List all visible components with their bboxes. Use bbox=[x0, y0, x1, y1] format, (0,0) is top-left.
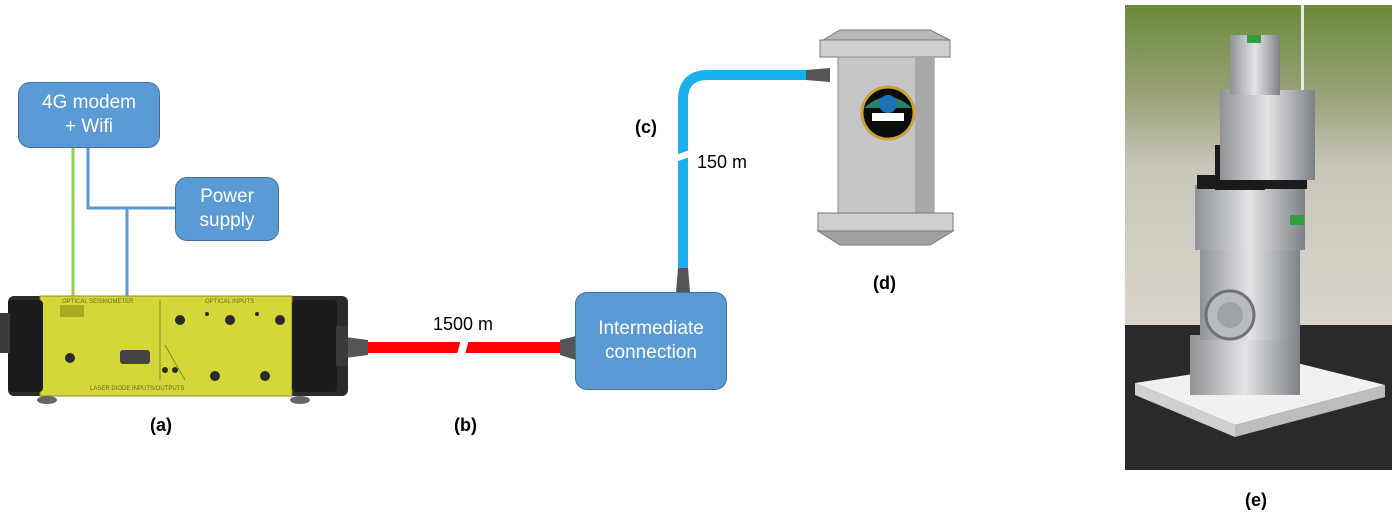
seismometer-photo bbox=[1125, 5, 1392, 470]
device-title-bottom: LASER DIODE INPUTS/OUTPUTS bbox=[90, 386, 184, 392]
power-supply-box: Power supply bbox=[175, 177, 279, 241]
device-title-left: OPTICAL SEISMOMETER bbox=[62, 299, 134, 305]
caption-b: (b) bbox=[454, 415, 477, 435]
intermediate-connection-box: Intermediate connection bbox=[575, 292, 727, 390]
connector-left bbox=[345, 337, 368, 358]
cable-c-length-label: 150 m bbox=[697, 152, 748, 172]
caption-c: (c) bbox=[635, 117, 657, 137]
connector-blue-bottom bbox=[676, 268, 690, 292]
caption-a: (a) bbox=[150, 415, 172, 435]
device-title-right: OPTICAL INPUTS bbox=[205, 299, 254, 305]
caption-d: (d) bbox=[873, 273, 896, 293]
blue-cable bbox=[678, 70, 806, 268]
caption-e: (e) bbox=[1245, 490, 1267, 510]
blue-wire-modem-power bbox=[86, 147, 175, 210]
connector-right bbox=[560, 336, 576, 360]
optical-seismometer-device: OPTICAL SEISMOMETER OPTICAL INPUTS LASER… bbox=[0, 295, 348, 404]
connector-blue-top bbox=[806, 68, 830, 82]
cable-b-length-label: 1500 m bbox=[433, 314, 494, 334]
modem-wifi-box: 4G modem + Wifi bbox=[18, 82, 160, 148]
cable-break-b bbox=[456, 336, 470, 358]
cable-break-c bbox=[677, 149, 691, 162]
vacuum-chamber bbox=[816, 29, 955, 246]
